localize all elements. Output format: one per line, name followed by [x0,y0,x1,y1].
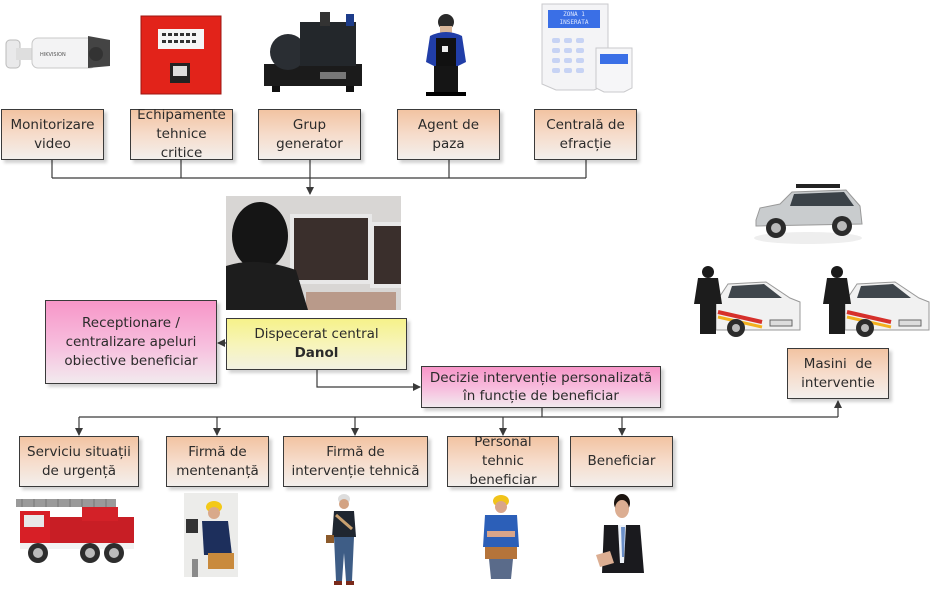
svg-text:HIKVISION: HIKVISION [40,52,66,58]
fire-truck-image [16,499,134,563]
dispatch-box: Dispecerat central Danol [226,318,407,370]
target-label-emergency: Serviciu situații de urgență [27,443,131,479]
target-label-staff: Personal tehnic beneficiar [469,434,537,488]
source-box-generator: Grup generator [258,109,361,160]
dispatch-label: Dispecerat central Danol [231,325,402,363]
security-guard-image [426,14,466,96]
decision-box: Decizie intervenție personalizată în fun… [421,366,661,408]
dispatch-label-prefix: Dispecerat central [254,326,379,342]
dispatcher-operator-image [226,196,401,310]
target-label-tech: Firmă de intervenție tehnică [291,443,420,479]
vehicles-box: Masini de interventie [787,348,889,399]
businessman-image [596,494,644,573]
source-box-guard: Agent de paza [397,109,500,160]
technician-image [326,494,356,585]
vehicles-label: Masini de interventie [801,355,877,391]
fire-alarm-panel-image [140,15,222,95]
suv-image [754,184,863,244]
reception-label: Receptionare / centralizare apeluri obie… [64,314,198,369]
keypad-display-line1: ZONA 1 [563,11,585,18]
reception-box: Receptionare / centralizare apeluri obie… [45,300,217,384]
generator-image [264,12,362,92]
target-box-client: Beneficiar [570,436,673,487]
target-box-maintenance: Firmă de mentenanță [166,436,269,487]
target-box-staff: Personal tehnic beneficiar [447,434,559,488]
target-label-maintenance: Firmă de mentenanță [176,443,259,479]
source-label-critical: Echipamente tehnice critice [137,107,226,161]
source-box-critical: Echipamente tehnice critice [130,107,233,161]
target-label-client: Beneficiar [587,453,656,469]
source-label-video: Monitorizare video [10,116,95,152]
source-box-video: Monitorizare video [1,109,104,160]
target-box-emergency: Serviciu situații de urgență [19,436,139,487]
source-label-alarm: Centrală de efracție [546,116,625,152]
cctv-camera-image: HIKVISION [5,36,110,69]
construction-worker-image [483,495,519,579]
patrol-car-with-guard-image [694,266,801,337]
keypad-display-line2: INSERATA [559,19,589,26]
target-box-tech: Firmă de intervenție tehnică [283,436,428,487]
arrow-to-decision [316,370,421,391]
alarm-keypad-image: ZONA 1 INSERATA [538,2,636,94]
patrol-car-with-guard-image-2 [823,266,930,337]
dispatch-brand: Danol [294,345,339,361]
source-box-alarm: Centrală de efracție [534,109,637,160]
decision-label: Decizie intervenție personalizată în fun… [429,370,653,404]
source-label-guard: Agent de paza [417,116,480,152]
source-label-generator: Grup generator [276,116,343,152]
maintenance-worker-image [184,493,238,577]
